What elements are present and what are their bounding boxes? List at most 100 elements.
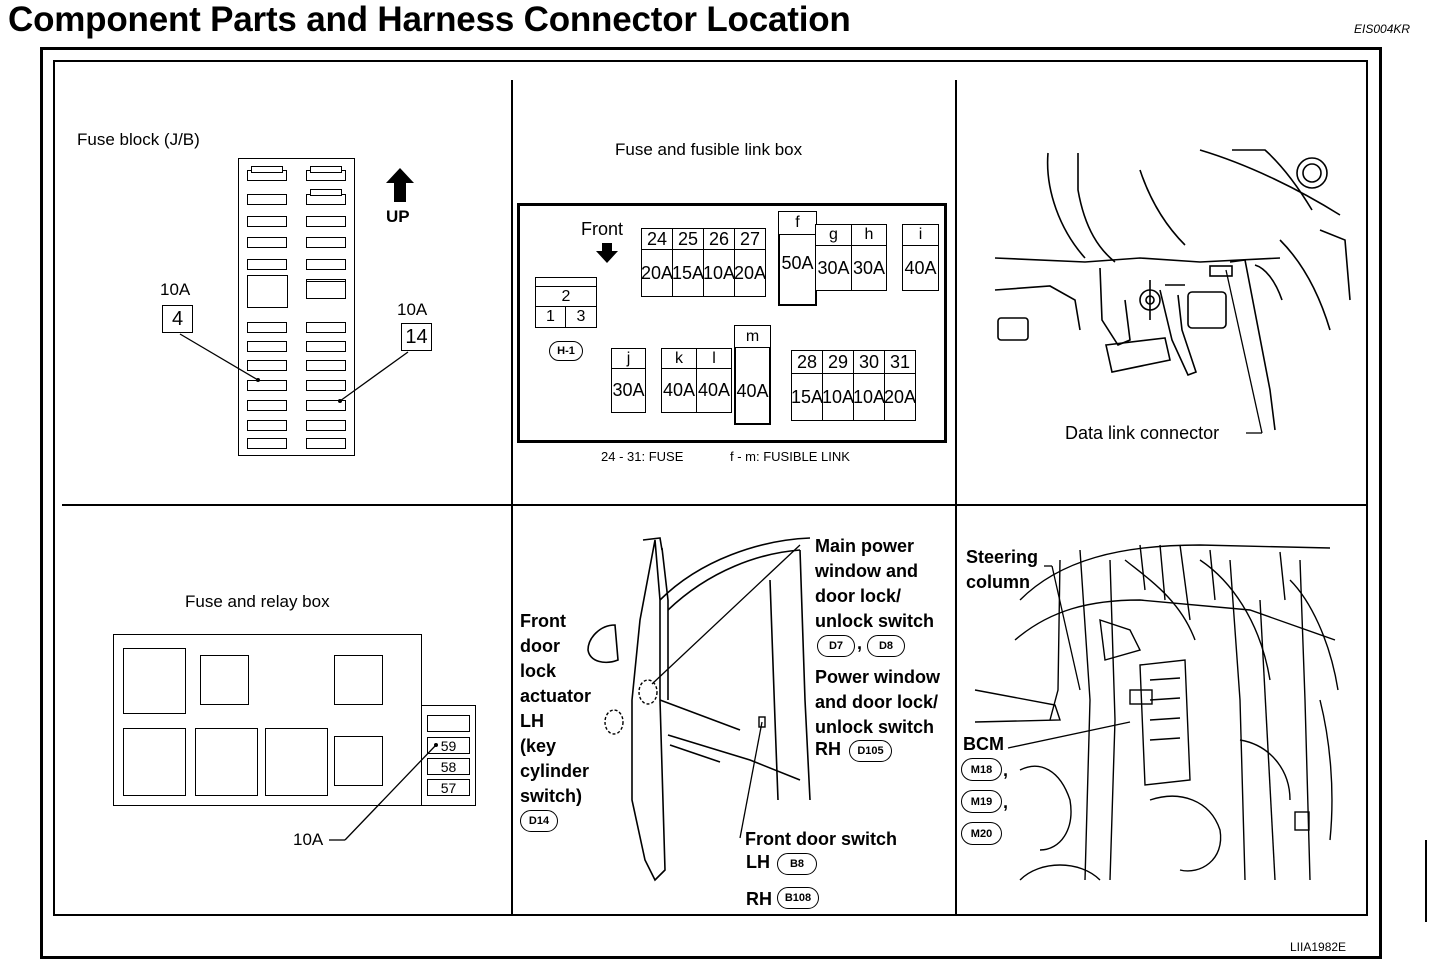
link-k-no: k <box>661 348 697 369</box>
connector-d105: D105 <box>849 740 892 762</box>
fusible-link-title: Fuse and fusible link box <box>615 140 803 159</box>
fuse-28-no: 28 <box>791 350 823 374</box>
margin-bar <box>1425 840 1427 922</box>
connector-h1-tag: H-1 <box>549 341 583 361</box>
fuse-slot <box>247 341 287 352</box>
fuse-slot-tab <box>251 166 283 173</box>
fuse-slot <box>306 259 346 270</box>
row-divider <box>62 504 1368 506</box>
rh-switch-line-2: and door lock/ <box>815 692 939 712</box>
inner-frame <box>53 60 1368 916</box>
fuse-31-amp: 20A <box>884 373 916 421</box>
fuse-26-amp: 10A <box>703 249 735 297</box>
door-switch-rh: RH <box>746 889 772 909</box>
relay-7 <box>334 736 383 786</box>
relay-box-leader <box>329 743 438 841</box>
legend-fuse: 24 - 31: FUSE <box>601 449 684 464</box>
link-j-amp: 30A <box>611 368 646 413</box>
fuse-27-amp: 20A <box>734 249 766 297</box>
fuse-57: 57 <box>427 779 470 796</box>
actuator-label: Front door lock actuator LH (key cylinde… <box>520 609 591 809</box>
relay-1 <box>123 648 186 714</box>
fuse-slot <box>247 438 287 449</box>
fuse-29-amp: 10A <box>822 373 854 421</box>
actuator-line-4: actuator <box>520 686 592 706</box>
door-drawing <box>587 537 811 882</box>
actuator-line-6: (key <box>520 736 557 756</box>
actuator-line-5: LH <box>520 711 544 731</box>
fuse-block-relay <box>247 275 288 308</box>
column-divider-2 <box>955 80 957 916</box>
front-label: Front <box>581 219 624 239</box>
fuse-28-amp: 15A <box>791 373 823 421</box>
link-i-amp: 40A <box>902 245 939 291</box>
relay-5 <box>195 728 258 796</box>
link-m-amp: 40A <box>736 381 769 401</box>
fuse-block-title: Fuse block (J/B) <box>77 130 200 149</box>
fuse-slot <box>306 322 346 333</box>
fuse-58: 58 <box>427 758 470 775</box>
page-title: Component Parts and Harness Connector Lo… <box>8 0 851 39</box>
bcm-label: BCM <box>963 734 1004 754</box>
fuse-slot <box>306 438 346 449</box>
up-label: UP <box>386 207 410 226</box>
link-i-no: i <box>902 224 939 246</box>
bcm-separator-1: , <box>1003 760 1009 780</box>
link-m: m 40A <box>734 325 771 425</box>
fuse-29-no: 29 <box>822 350 854 374</box>
relay-2: 2 1 3 <box>535 277 597 329</box>
fuse-slot <box>247 259 287 270</box>
fuse-slot <box>247 400 287 411</box>
relay-box-title: Fuse and relay box <box>185 592 330 611</box>
connector-m19: M19 <box>961 790 1002 813</box>
fuse-slot <box>247 420 287 431</box>
fuse-slot <box>306 400 346 411</box>
fuse-slot <box>306 216 346 227</box>
link-k-amp: 40A <box>661 368 697 413</box>
door-switch-lh: LH <box>746 852 770 872</box>
steering-column-label: Steering column <box>966 545 1038 595</box>
link-g-no: g <box>815 224 852 246</box>
fuse-25-amp: 15A <box>672 249 704 297</box>
callout-left-amp: 10A <box>160 280 191 299</box>
outer-frame <box>40 47 1382 959</box>
actuator-line-3: lock <box>520 661 557 681</box>
relay-2-top: 2 <box>535 286 597 307</box>
link-h-amp: 30A <box>851 245 887 291</box>
fuse-strip-blank <box>427 715 470 732</box>
link-j-no: j <box>611 348 646 369</box>
figure-code: LIIA1982E <box>1290 940 1347 954</box>
fuse-block-relay-small <box>306 281 346 299</box>
actuator-line-8: switch) <box>520 786 583 806</box>
fuse-31-no: 31 <box>884 350 916 374</box>
actuator-line-1: Front <box>520 611 566 631</box>
connector-b8: B8 <box>777 853 817 875</box>
connector-m20: M20 <box>961 822 1002 845</box>
rh-switch-line-1: Power window <box>815 667 941 687</box>
link-f: f 50A <box>778 211 817 306</box>
callout-right-number: 14 <box>401 323 432 351</box>
fuse-26-no: 26 <box>703 228 735 250</box>
connector-d8: D8 <box>867 635 905 657</box>
callout-right-amp: 10A <box>397 300 428 319</box>
relay-2-pin-1: 1 <box>535 306 566 328</box>
fuse-slot <box>306 237 346 248</box>
main-switch-label: Main power window and door lock/ unlock … <box>815 534 934 634</box>
connector-d7: D7 <box>817 635 855 657</box>
relay-box-callout: 10A <box>293 830 324 849</box>
fuse-slot <box>306 420 346 431</box>
actuator-line-7: cylinder <box>520 761 590 781</box>
link-f-amp: 50A <box>781 253 814 273</box>
fuse-59: 59 <box>427 737 470 754</box>
bcm-separator-2: , <box>1003 792 1009 812</box>
link-h-no: h <box>851 224 887 246</box>
fuse-30-amp: 10A <box>853 373 885 421</box>
front-arrow-icon <box>596 243 618 263</box>
relay-2-pin-3: 3 <box>565 306 597 328</box>
column-divider-1 <box>511 80 513 916</box>
connector-d14: D14 <box>520 810 558 832</box>
relay-3 <box>334 655 383 705</box>
legend-fusible-link: f - m: FUSIBLE LINK <box>730 449 850 464</box>
fuse-slot <box>306 360 346 371</box>
relay-6 <box>265 728 328 796</box>
